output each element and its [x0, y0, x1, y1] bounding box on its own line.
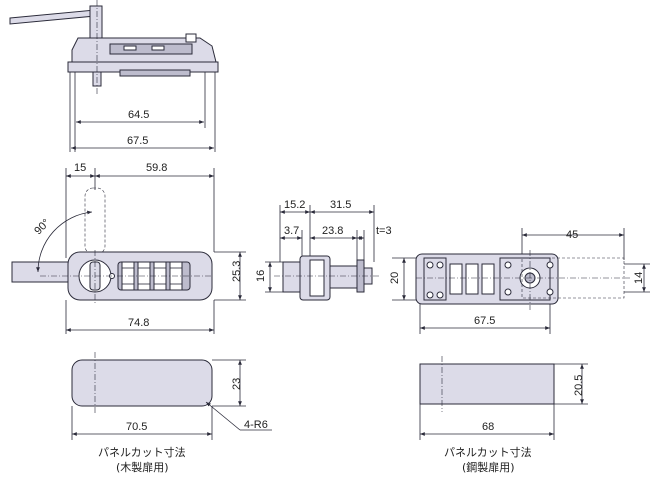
dim-front-15: 15: [74, 162, 86, 174]
dim-cut-steel-20-5: 20.5: [573, 375, 585, 396]
top-view: 64.5 67.5: [9, 0, 219, 152]
rear-view: 45 20 14 67.5: [389, 228, 650, 334]
dim-cut-wood-radius: 4-R6: [244, 419, 268, 431]
dim-front-59-8: 59.8: [146, 162, 167, 174]
caption-steel-title: パネルカット寸法: [444, 445, 532, 459]
cutout-steel: 20.5 68 パネルカット寸法 (鋼製扉用): [419, 356, 588, 474]
dim-front-25-3: 25.3: [231, 261, 243, 282]
caption-wood-sub: (木製扉用): [116, 460, 169, 474]
dim-rear-45: 45: [566, 229, 578, 241]
dim-cut-wood-23: 23: [231, 378, 243, 390]
dim-cut-steel-68: 68: [482, 421, 494, 433]
caption-wood-title: パネルカット寸法: [98, 445, 186, 459]
dim-rear-20: 20: [389, 272, 401, 284]
dim-top-64-5: 64.5: [128, 109, 149, 121]
front-view: 15 59.8 90° 25.3: [11, 162, 246, 334]
caption-steel-sub: (鋼製扉用): [462, 460, 515, 474]
dim-rear-14: 14: [633, 272, 645, 284]
dim-side-15-2: 15.2: [284, 199, 305, 211]
cutout-wood: 23 70.5 4-R6 パネルカット寸法 (木製扉用): [71, 352, 272, 474]
dim-side-t3: t=3: [376, 225, 392, 237]
dim-side-31-5: 31.5: [330, 199, 351, 211]
side-view: 15.2 31.5 3.7 23.8 t=3 16: [255, 199, 392, 301]
dial-stripes: [122, 267, 182, 285]
dim-side-3-7: 3.7: [284, 225, 299, 237]
dim-side-16: 16: [255, 270, 267, 282]
dim-front-angle: 90°: [32, 217, 52, 237]
dim-top-67-5: 67.5: [127, 135, 148, 147]
dim-cut-wood-70-5: 70.5: [126, 421, 147, 433]
dim-front-74-8: 74.8: [128, 317, 149, 329]
dim-rear-67-5: 67.5: [474, 315, 495, 327]
dim-side-23-8: 23.8: [322, 225, 343, 237]
